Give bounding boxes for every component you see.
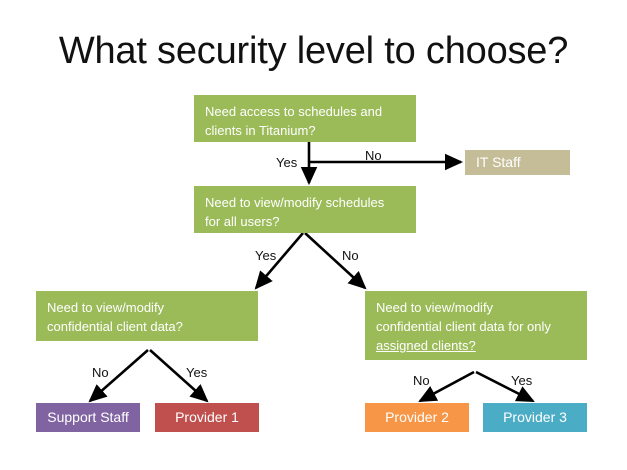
decision-node-confidential-assigned-clients[interactable]: Need to view/modify confidential client d… — [365, 291, 587, 360]
edge-label-d1-no: No — [365, 148, 382, 163]
edge-label-d3r-yes: Yes — [511, 373, 533, 388]
edge-label-d2-yes: Yes — [255, 248, 277, 263]
page-title: What security level to choose? — [58, 30, 569, 72]
decision-node-view-modify-all-users[interactable]: Need to view/modify schedules for all us… — [194, 186, 416, 233]
result-node-provider-1[interactable]: Provider 1 — [155, 403, 259, 432]
result-node-provider-3[interactable]: Provider 3 — [483, 403, 587, 432]
decision-right-line1: Need to view/modify — [376, 300, 494, 315]
edge-label-d3l-no: No — [92, 365, 109, 380]
result-node-support-staff[interactable]: Support Staff — [36, 403, 140, 432]
decision-right-line2: confidential client data for only — [376, 319, 551, 334]
decision-node-confidential-client-data[interactable]: Need to view/modify confidential client … — [36, 291, 258, 341]
edge-label-d1-yes: Yes — [276, 155, 298, 170]
edge-label-d3l-yes: Yes — [186, 365, 208, 380]
edge-label-d2-no: No — [342, 248, 359, 263]
result-node-it-staff[interactable]: IT Staff — [465, 150, 570, 175]
decision-node-need-access-titanium[interactable]: Need access to schedules and clients in … — [194, 95, 416, 142]
decision-right-line3-underlined: assigned clients? — [376, 338, 476, 353]
result-node-provider-2[interactable]: Provider 2 — [365, 403, 469, 432]
edge-label-d3r-no: No — [413, 373, 430, 388]
